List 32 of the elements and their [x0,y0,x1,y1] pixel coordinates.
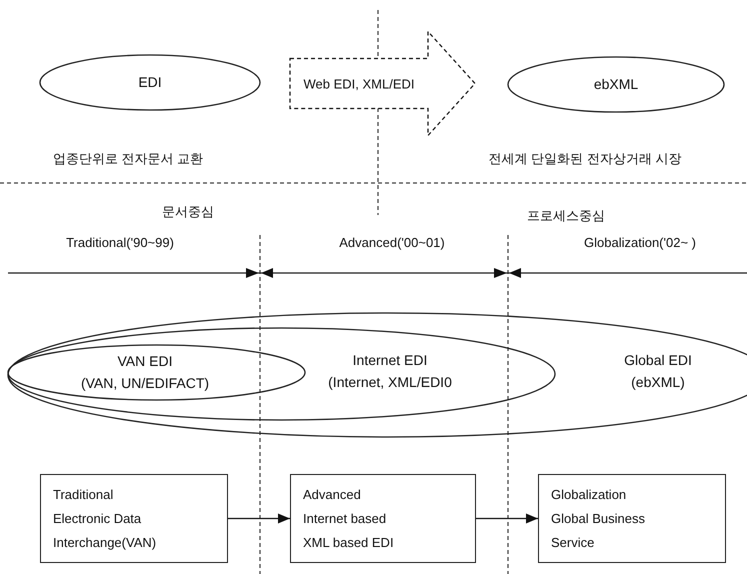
label-text: Advanced('00~01) [339,235,445,250]
ellipse-node [40,55,260,110]
node-text: (ebXML) [631,374,685,390]
node-text: VAN EDI [118,353,172,369]
node-text: (Internet, XML/EDI0 [328,374,452,390]
node-text: Global EDI [624,352,692,368]
arrow [228,514,290,524]
process-box [538,474,726,563]
ellipse-node [508,57,724,112]
node-text: Globalization [551,486,628,504]
node-text: Traditional [53,486,114,504]
node-text: Global Business Service [551,510,646,552]
label-text: Globalization('02~ ) [584,235,696,250]
ellipse-node [8,345,305,400]
ellipse-node [8,328,555,420]
process-box [40,474,228,563]
node-text: Internet based [303,510,388,528]
node-text: EDI [138,74,162,90]
process-box [290,474,476,563]
label-text: 프로세스중심 [527,207,605,225]
node-text: ebXML [594,76,638,92]
arrow [476,514,538,524]
node-text: (VAN, UN/EDIFACT) [80,375,210,391]
label-text: 문서중심 [162,203,214,221]
node-text: XML based EDI [303,534,395,552]
node-text: Electronic Data Interchange(VAN) [53,510,158,552]
label-text: 업종단위로 전자문서 교환 [52,150,204,168]
node-text: Advanced [303,486,362,504]
node-text: Internet EDI [352,352,428,368]
label-text: 전세계 단일화된 전자상거래 시장 [488,150,682,168]
label-text: Traditional('90~99) [66,235,174,250]
edge-label: Web EDI, XML/EDI [304,76,414,91]
